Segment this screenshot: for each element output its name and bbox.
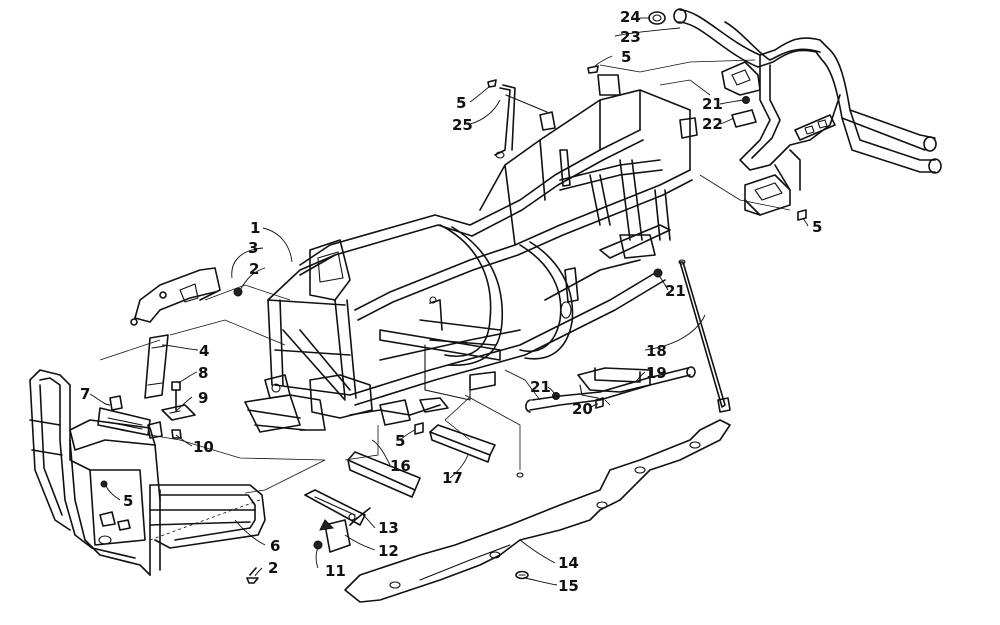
callout-17: 17	[442, 469, 463, 487]
callout-8: 8	[198, 364, 208, 382]
callout-24: 24	[620, 8, 641, 26]
skid-plate	[344, 419, 731, 603]
callout-6: 6	[270, 537, 280, 555]
callout-5: 5	[812, 218, 822, 236]
guide-lines	[99, 59, 791, 494]
callout-16: 16	[390, 457, 411, 475]
callout-20: 20	[572, 400, 593, 418]
front-strut	[144, 334, 169, 399]
callout-5: 5	[621, 48, 631, 66]
callout-15: 15	[558, 577, 579, 595]
callout-23: 23	[620, 28, 641, 46]
callout-4: 4	[199, 342, 209, 360]
callout-25: 25	[452, 116, 473, 134]
tie-strap	[494, 84, 548, 159]
callout-19: 19	[646, 364, 667, 382]
callout-9: 9	[198, 389, 208, 407]
callout-labels: 1 2 2 3 4 5 5 5 5 5 6 7 8 9 10 11 12 13 …	[80, 8, 822, 595]
leader-lines	[89, 17, 809, 586]
callout-3: 3	[248, 239, 258, 257]
callout-14: 14	[558, 554, 579, 572]
callout-21: 21	[665, 282, 686, 300]
callout-10: 10	[193, 438, 214, 456]
rubber-block-16	[347, 451, 421, 498]
rubber-block-17	[429, 424, 496, 463]
callout-7: 7	[80, 385, 90, 403]
callout-13: 13	[378, 519, 399, 537]
callout-18: 18	[646, 342, 667, 360]
callout-1: 1	[250, 219, 260, 237]
link-bracket	[304, 489, 366, 526]
front-bumper	[29, 369, 266, 576]
callout-2: 2	[268, 559, 278, 577]
callout-21: 21	[702, 95, 723, 113]
callout-22: 22	[702, 115, 723, 133]
rear-rack	[673, 8, 942, 216]
callout-5: 5	[456, 94, 466, 112]
side-tube	[525, 366, 696, 413]
callout-5: 5	[395, 432, 405, 450]
main-frame	[244, 74, 698, 433]
callout-21: 21	[530, 378, 551, 396]
long-rod	[678, 259, 731, 413]
callout-11: 11	[325, 562, 346, 580]
callout-2: 2	[249, 260, 259, 278]
callout-5: 5	[123, 492, 133, 510]
callout-12: 12	[378, 542, 399, 560]
front-bracket	[130, 267, 221, 326]
